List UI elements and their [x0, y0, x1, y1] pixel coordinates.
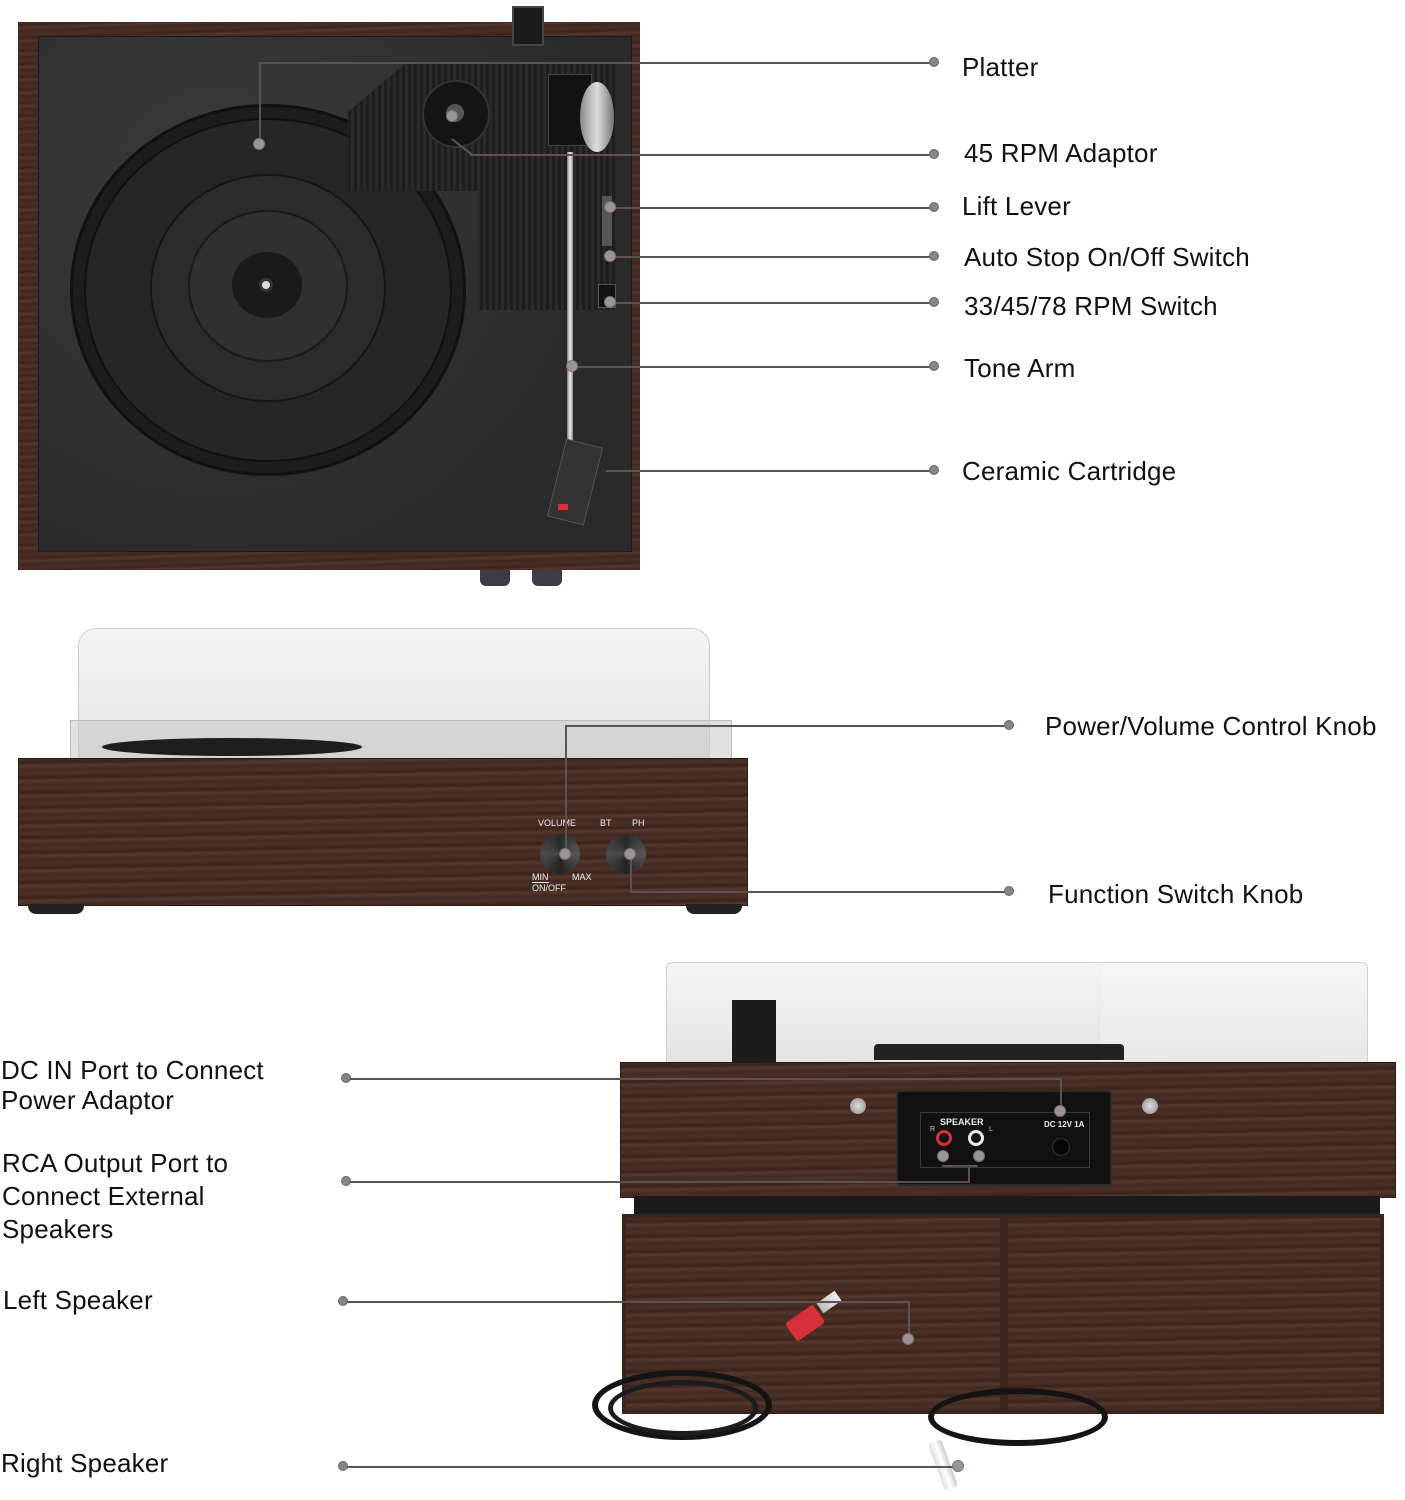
- callout-dot-lift: [929, 202, 939, 212]
- callout-line-function-v: [630, 854, 632, 892]
- callout-label-volume: Power/Volume Control Knob: [1045, 711, 1377, 741]
- l-text: L: [989, 1126, 993, 1133]
- left-cable-coil: [592, 1370, 772, 1440]
- bt-text: BT: [600, 818, 612, 828]
- callout-line-rpm: [612, 302, 934, 304]
- callout-label-function: Function Switch Knob: [1048, 879, 1304, 909]
- callout-line-dcin: [350, 1078, 1061, 1080]
- hinge: [512, 6, 544, 46]
- min-text: MIN: [532, 872, 549, 883]
- callout-label-right-speaker: Right Speaker: [1, 1448, 169, 1478]
- rca-jack-white: [968, 1130, 984, 1146]
- callout-line-left-speaker: [347, 1301, 909, 1303]
- callout-label-left-speaker: Left Speaker: [3, 1285, 153, 1315]
- callout-line-rca-v: [968, 1165, 970, 1182]
- callout-line-rca: [350, 1181, 970, 1183]
- point-rpm: [604, 296, 616, 308]
- point-function: [624, 848, 636, 860]
- record-edge: [102, 738, 362, 756]
- right-cable-coil: [928, 1388, 1108, 1446]
- volume-text: VOLUME: [538, 818, 577, 828]
- spindle: [259, 278, 273, 292]
- right-speaker-box: [1004, 1214, 1384, 1414]
- tone-arm: [567, 152, 573, 462]
- front-view-turntable: VOLUME BT PH MIN MAX ON/OFF: [18, 620, 750, 918]
- callout-label-dcin: DC IN Port to Connect Power Adaptor: [1, 1055, 264, 1115]
- foot-right: [686, 904, 742, 914]
- knob-bottom-left: [480, 570, 510, 586]
- callout-line-volume: [565, 725, 1009, 727]
- point-platter: [253, 138, 265, 150]
- lift-lever: [602, 196, 612, 246]
- point-dcin: [1054, 1105, 1066, 1117]
- port-panel-inner: [920, 1112, 1090, 1168]
- callout-line-function: [630, 891, 1009, 893]
- callout-label-platter: Platter: [962, 52, 1039, 82]
- dc-text: DC 12V 1A: [1044, 1120, 1085, 1129]
- callout-dot-cartridge: [929, 465, 939, 475]
- rear-view-turntable: SPEAKER R L DC 12V 1A: [592, 960, 1398, 1500]
- point-autostop: [604, 250, 616, 262]
- callout-label-adaptor: 45 RPM Adaptor: [964, 138, 1158, 168]
- callout-label-autostop: Auto Stop On/Off Switch: [964, 242, 1250, 272]
- callout-label-rpm: 33/45/78 RPM Switch: [964, 291, 1218, 321]
- callout-dot-platter: [929, 57, 939, 67]
- max-text: MAX: [572, 872, 592, 882]
- callout-line-cartridge: [606, 470, 934, 472]
- callout-line-right-speaker: [347, 1466, 957, 1468]
- callout-line-left-speaker-v: [908, 1301, 910, 1337]
- point-right-speaker: [952, 1460, 964, 1472]
- port-panel: [896, 1090, 1112, 1186]
- point-rca-l: [973, 1150, 985, 1162]
- point-rca-r: [937, 1150, 949, 1162]
- callout-line-adaptor: [470, 154, 934, 156]
- foot-left: [28, 904, 84, 914]
- point-adaptor: [446, 110, 458, 122]
- callout-line-dcin-v: [1060, 1078, 1062, 1110]
- stylus-tip: [558, 504, 568, 510]
- callout-line-volume-v: [565, 725, 567, 853]
- r-text: R: [930, 1126, 936, 1133]
- tonearm-pivot: [580, 82, 614, 152]
- callout-line-autostop: [612, 256, 934, 258]
- callout-line-tonearm: [574, 366, 934, 368]
- callout-dot-rpm: [929, 297, 939, 307]
- callout-line-lift: [612, 207, 934, 209]
- speaker-gap: [634, 1196, 1380, 1214]
- speaker-text: SPEAKER: [940, 1117, 984, 1127]
- callout-dot-tonearm: [929, 361, 939, 371]
- callout-dot-adaptor: [929, 149, 939, 159]
- point-lift: [604, 201, 616, 213]
- point-left-speaker: [902, 1333, 914, 1345]
- rear-platter-edge: [874, 1044, 1124, 1060]
- callout-label-tonearm: Tone Arm: [964, 353, 1076, 383]
- callout-label-cartridge: Ceramic Cartridge: [962, 456, 1177, 486]
- point-tonearm: [566, 360, 578, 372]
- point-volume: [559, 848, 571, 860]
- dc-jack: [1052, 1138, 1070, 1156]
- callout-line-rca-h: [942, 1165, 978, 1167]
- callout-dot-autostop: [929, 251, 939, 261]
- callout-label-lift: Lift Lever: [962, 191, 1071, 221]
- callout-label-rca: RCA Output Port to Connect External Spea…: [2, 1148, 229, 1244]
- rca-jack-red: [936, 1130, 952, 1146]
- onoff-text: ON/OFF: [532, 883, 566, 893]
- rear-hinge: [732, 1000, 776, 1062]
- left-cable-coil-2: [608, 1380, 758, 1436]
- callout-line-platter-v: [259, 62, 261, 144]
- knob-bottom-right: [532, 570, 562, 586]
- screw-left: [850, 1098, 866, 1114]
- callout-dot-function: [1004, 886, 1014, 896]
- screw-right: [1142, 1098, 1158, 1114]
- callout-line-platter: [259, 62, 934, 64]
- ph-text: PH: [632, 818, 645, 828]
- top-view-turntable: [18, 6, 640, 586]
- wood-base: [18, 758, 748, 906]
- callout-dot-volume: [1004, 720, 1014, 730]
